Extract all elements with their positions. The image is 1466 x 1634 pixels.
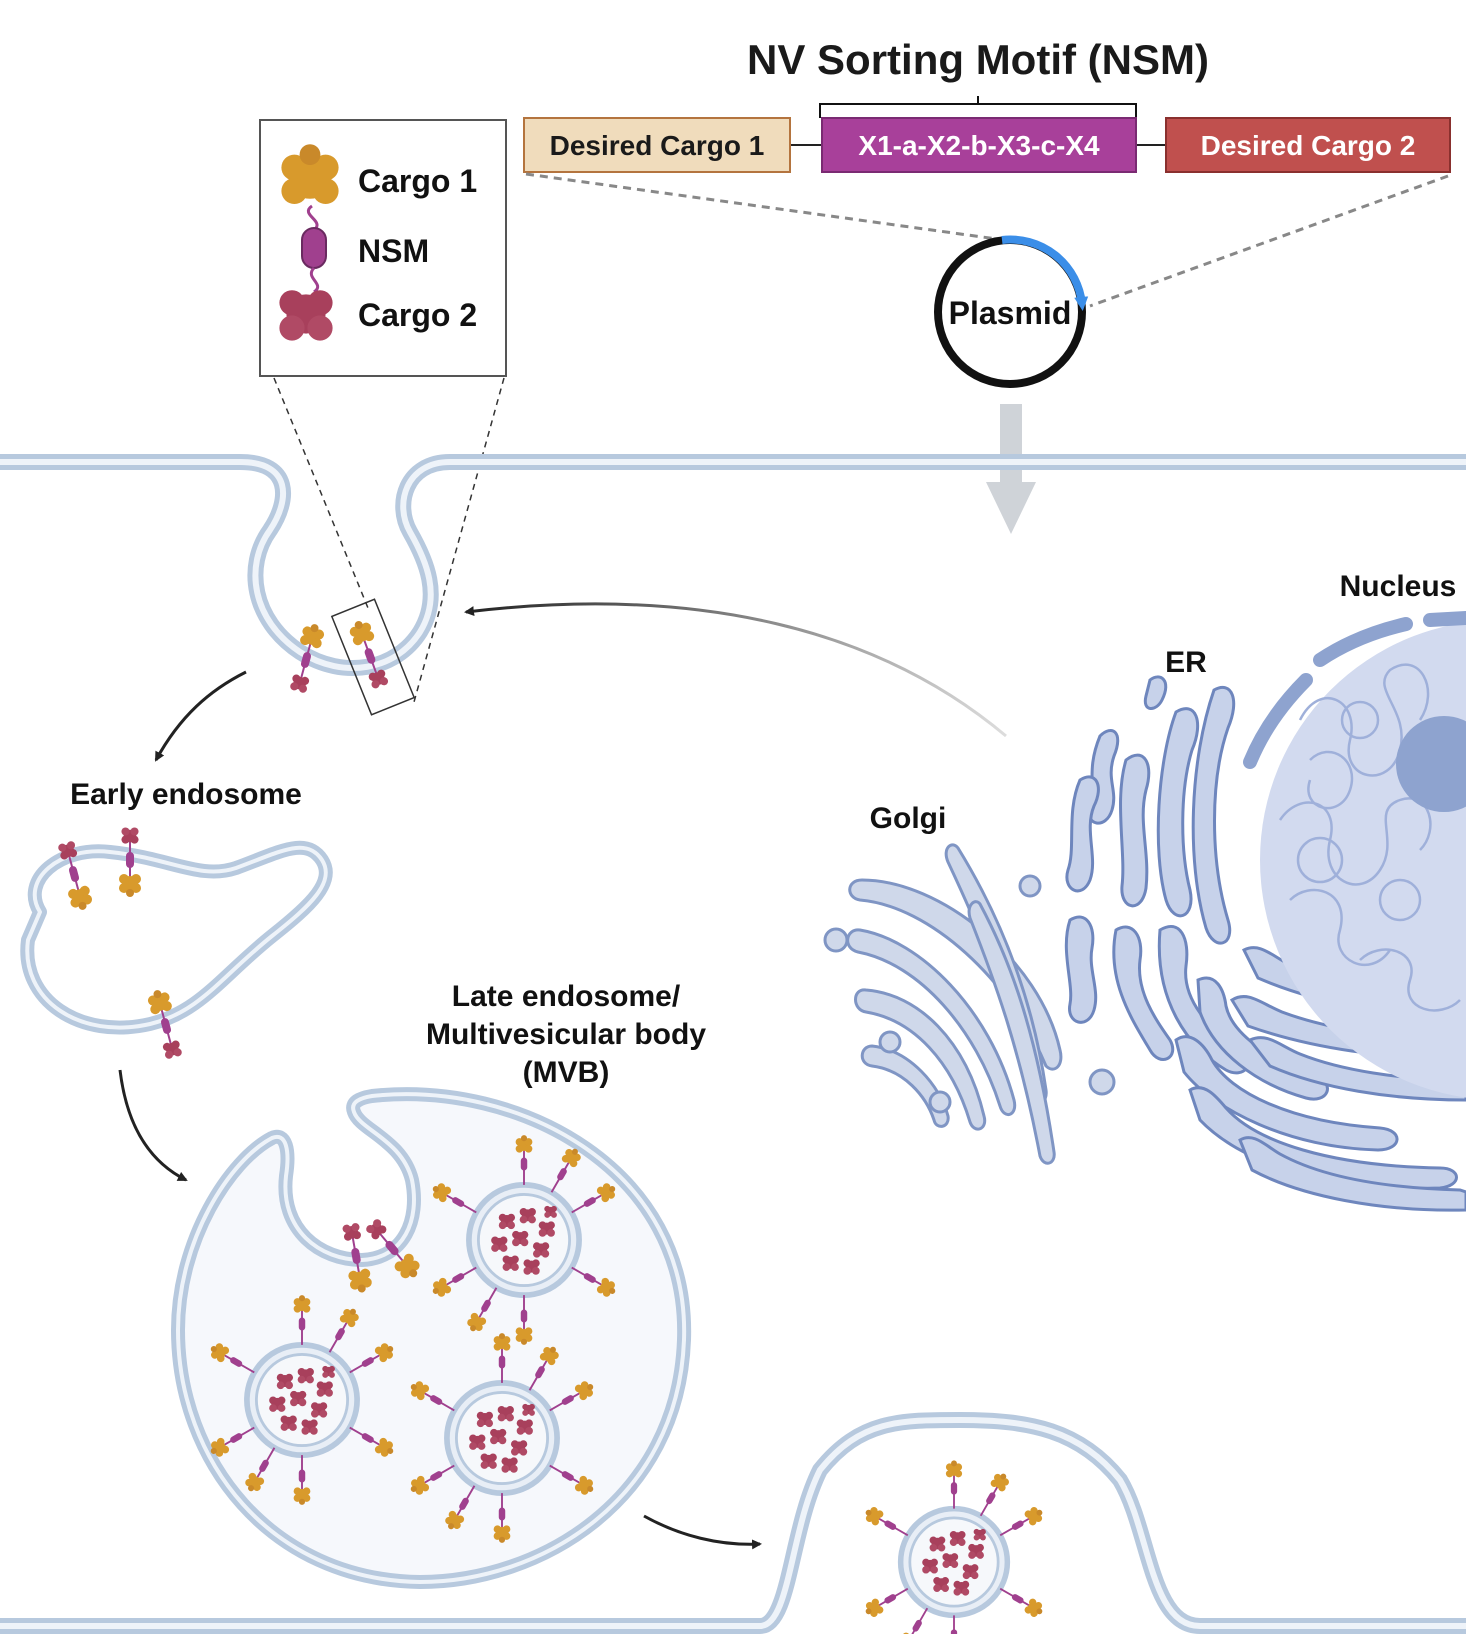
- early-endosome-label: Early endosome: [70, 778, 302, 811]
- nsm-motif-label: X1-a-X2-b-X3-c-X4: [858, 130, 1100, 161]
- golgi-apparatus: [823, 843, 1116, 1165]
- arrow-early-endosome-to-mvb: [118, 1069, 188, 1182]
- nsm-legend-icon: [301, 227, 327, 269]
- desired-cargo-2-label: Desired Cargo 2: [1201, 130, 1416, 161]
- mvb-label-line1: Late endosome/: [452, 980, 681, 1013]
- arrow-golgi-to-membrane: [464, 602, 1007, 738]
- released-exosome: [862, 1460, 1046, 1634]
- legend-box: Cargo 1 NSM Cargo 2: [259, 119, 507, 377]
- legend-linker-icon-2: [309, 266, 320, 294]
- zoom-line-right: [413, 377, 505, 703]
- dotted-guide-left: [525, 172, 1005, 242]
- plasmid-insert-arrow: [1001, 235, 1089, 311]
- legend-linker-icon: [306, 204, 319, 229]
- nucleus: [1243, 611, 1466, 1098]
- mvb-label-line2: Multivesicular body: [426, 1018, 706, 1051]
- arrow-mvb-to-release: [643, 1514, 762, 1550]
- mvb-label-line3: (MVB): [523, 1056, 610, 1089]
- legend-cargo1-label: Cargo 1: [358, 163, 477, 199]
- zoom-line-left: [273, 377, 369, 609]
- legend-nsm-label: NSM: [358, 233, 429, 269]
- nucleolus: [1396, 716, 1466, 812]
- golgi-label: Golgi: [870, 802, 947, 835]
- desired-cargo-1-box: Desired Cargo 1: [523, 117, 791, 173]
- cell-plasma-membrane: [0, 454, 1466, 677]
- zoom-region-box: [330, 598, 416, 716]
- desired-cargo-2-box: Desired Cargo 2: [1165, 117, 1451, 173]
- nucleus-label: Nucleus: [1340, 570, 1457, 603]
- nsm-bracket: [819, 96, 1137, 118]
- diagram-title: NV Sorting Motif (NSM): [747, 36, 1209, 83]
- plasmid: Plasmid: [934, 235, 1089, 388]
- dotted-guide-right: [1089, 174, 1449, 308]
- arrow-pit-to-early-endosome: [154, 670, 247, 762]
- legend-cargo2-label: Cargo 2: [358, 297, 477, 333]
- desired-cargo-1-label: Desired Cargo 1: [550, 130, 765, 161]
- plasmid-label: Plasmid: [949, 295, 1072, 331]
- cargo2-legend-icon: [279, 290, 333, 341]
- er-label: ER: [1165, 646, 1207, 679]
- nsm-motif-box: X1-a-X2-b-X3-c-X4: [821, 117, 1137, 173]
